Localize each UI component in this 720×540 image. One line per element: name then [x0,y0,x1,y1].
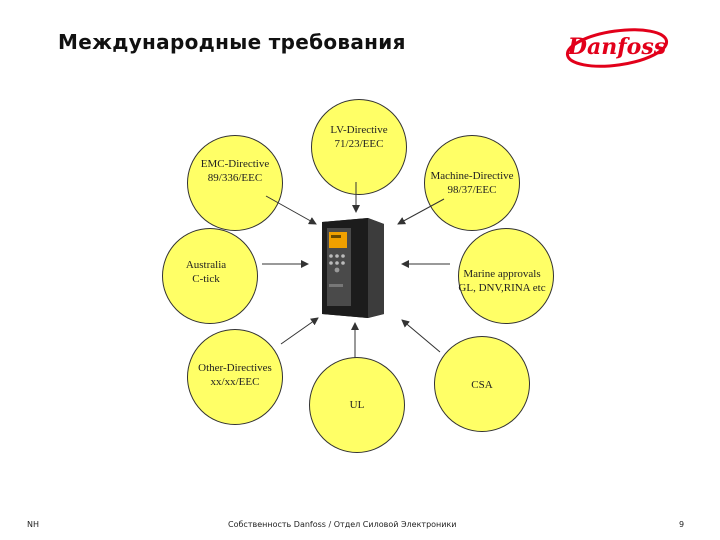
csa-name: CSA [471,379,493,391]
arrow-from-emc [265,195,317,225]
emc-directive-name: EMC-Directive [200,158,270,170]
csa-circle [434,336,530,432]
machine-directive-label: Machine-Directive 98/37/EEC [424,169,520,197]
emc-directive-label: EMC-Directive 89/336/EEC [187,157,283,185]
arrow-from-csa [401,319,441,353]
machine-directive-circle [424,135,520,231]
marine-approvals-name: Marine approvals [463,268,541,280]
other-directives-label: Other-Directives xx/xx/EEC [187,361,283,389]
footer-author: NH [27,520,39,529]
machine-directive-code: 98/37/EEC [447,184,497,196]
machine-directive-name: Machine-Directive [430,170,514,182]
australia-circle [162,228,258,324]
lv-directive-name: LV-Directive [330,124,388,136]
ul-circle [309,357,405,453]
arrow-from-machine [397,198,445,225]
marine-approvals-bodies: GL, DNV,RINA etc [458,282,546,294]
ul-label: UL [309,398,405,412]
other-directives-circle [187,329,283,425]
australia-label: Australia C-tick [170,258,242,286]
lv-directive-code: 71/23/EEC [334,138,384,150]
ul-name: UL [349,399,365,411]
emc-directive-code: 89/336/EEC [207,172,263,184]
page-number: 9 [679,520,685,529]
lv-directive-circle [311,99,407,195]
australia-mark: C-tick [192,273,220,285]
emc-directive-circle [187,135,283,231]
frequency-converter-image [322,218,384,318]
other-directives-name: Other-Directives [198,362,272,374]
arrow-from-other [280,317,319,345]
other-directives-code: xx/xx/EEC [210,376,260,388]
marine-approvals-circle [458,228,554,324]
logo-text: Danfoss [567,34,666,60]
csa-label: CSA [434,378,530,392]
marine-approvals-label: Marine approvals GL, DNV,RINA etc [446,267,558,295]
lv-directive-label: LV-Directive 71/23/EEC [311,123,407,151]
australia-name: Australia [185,259,227,271]
footer-ownership: Собственность Danfoss / Отдел Силовой Эл… [228,520,457,529]
page-title: Международные требования [58,30,406,54]
danfoss-logo: Danfoss [565,28,669,68]
